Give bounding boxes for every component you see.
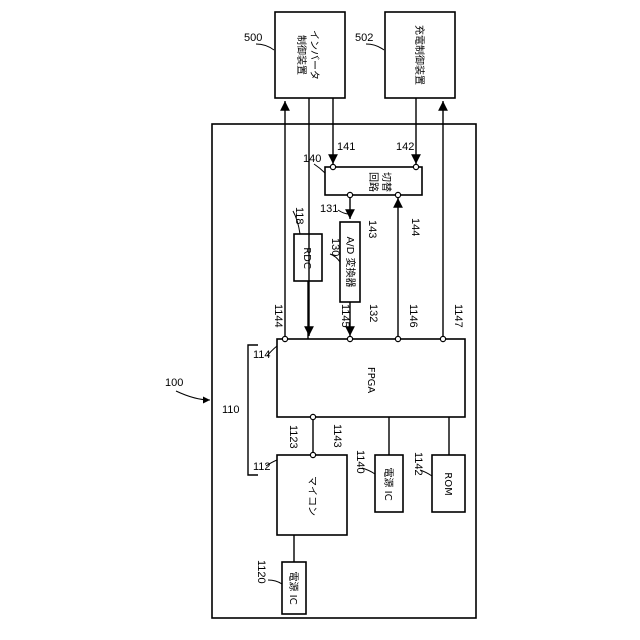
ref-1147: 1147 [452, 304, 464, 328]
node-143 [347, 192, 352, 197]
rdc-label: RDC [301, 247, 312, 269]
bracket-110 [248, 345, 258, 475]
ref-140: 140 [303, 153, 321, 165]
ref-141: 141 [337, 141, 355, 153]
ref-1123: 1123 [287, 425, 299, 449]
ref-1144: 1144 [272, 304, 284, 328]
node-142 [413, 164, 418, 169]
ref-1120: 1120 [255, 560, 267, 584]
power-ic-micom-label: 電源 IC [287, 571, 300, 604]
micom-label: マイコン [306, 476, 317, 516]
node-144 [395, 192, 400, 197]
leader-502 [366, 44, 384, 50]
ref-110: 110 [222, 404, 240, 416]
ref-118: 118 [293, 207, 305, 225]
leader-140 [314, 164, 325, 173]
node-1146 [395, 336, 400, 341]
ref-502: 502 [355, 32, 373, 44]
node-1123 [310, 452, 315, 457]
ref-1142: 1142 [412, 452, 424, 476]
ref-143: 143 [366, 220, 378, 238]
node-141 [330, 164, 335, 169]
ref-1143: 1143 [331, 424, 343, 448]
ref-144: 144 [409, 218, 421, 236]
ref-1145: 1145 [339, 304, 351, 328]
node-1145 [347, 336, 352, 341]
switching-circuit-label-1: 切替 [380, 172, 393, 192]
leader-100 [176, 391, 210, 400]
inverter-control-device-label-1: インバータ [308, 30, 320, 80]
inverter-control-device-label-2: 制御装置 [295, 35, 308, 75]
ref-112: 112 [253, 461, 271, 473]
node-1143 [310, 414, 315, 419]
fpga-label: FPGA [365, 367, 376, 394]
ref-130: 130 [329, 238, 341, 256]
ad-converter-label: A/D 変換器 [344, 236, 357, 287]
charge-control-device-label: 充電制御装置 [413, 25, 426, 85]
power-ic-fpga-label: 電源 IC [382, 467, 395, 500]
leader-500 [256, 44, 274, 50]
switching-circuit-label-2: 回路 [367, 172, 380, 192]
leader-1120 [268, 580, 282, 584]
node-1144 [282, 336, 287, 341]
ref-114: 114 [253, 349, 271, 361]
ref-1146: 1146 [407, 304, 419, 328]
ref-142: 142 [396, 141, 414, 153]
ref-100: 100 [165, 377, 183, 389]
ref-500: 500 [244, 32, 262, 44]
ref-1140: 1140 [354, 450, 366, 474]
leader-131 [338, 210, 349, 214]
node-1147 [440, 336, 445, 341]
ref-132: 132 [367, 304, 379, 322]
rom-label: ROM [442, 472, 453, 495]
ref-131: 131 [320, 203, 338, 215]
